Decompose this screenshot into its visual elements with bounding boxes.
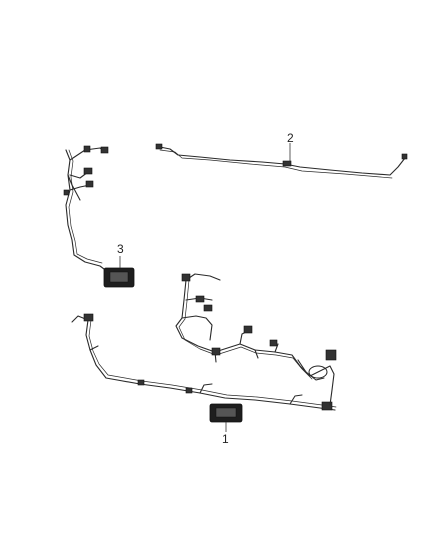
connector-icon	[155, 143, 163, 150]
connector-icon	[181, 273, 191, 282]
connector-icon	[63, 189, 70, 196]
connector-icon	[85, 180, 94, 188]
callout-1: 1	[222, 432, 229, 446]
connector-icon	[83, 167, 93, 175]
connector-icon	[195, 295, 205, 303]
harness-1	[71, 313, 337, 432]
connector-icon	[100, 146, 109, 154]
connector-icon	[83, 313, 94, 322]
callout-2: 2	[287, 131, 294, 145]
grommet-icon	[308, 365, 328, 379]
connector-icon	[282, 160, 292, 167]
connector-icon	[203, 304, 213, 312]
harness-center	[175, 273, 337, 406]
connector-icon	[269, 339, 278, 347]
callout-3: 3	[117, 242, 124, 256]
connector-icon	[321, 401, 333, 411]
connector-icon	[325, 349, 337, 361]
connector-icon	[137, 379, 145, 386]
harness-3	[63, 145, 135, 288]
connector-icon	[211, 347, 221, 356]
connector-icon	[83, 145, 91, 153]
harness-2	[155, 143, 408, 179]
connector-icon	[243, 325, 253, 334]
connector-icon	[401, 153, 408, 160]
connector-icon	[185, 387, 193, 394]
